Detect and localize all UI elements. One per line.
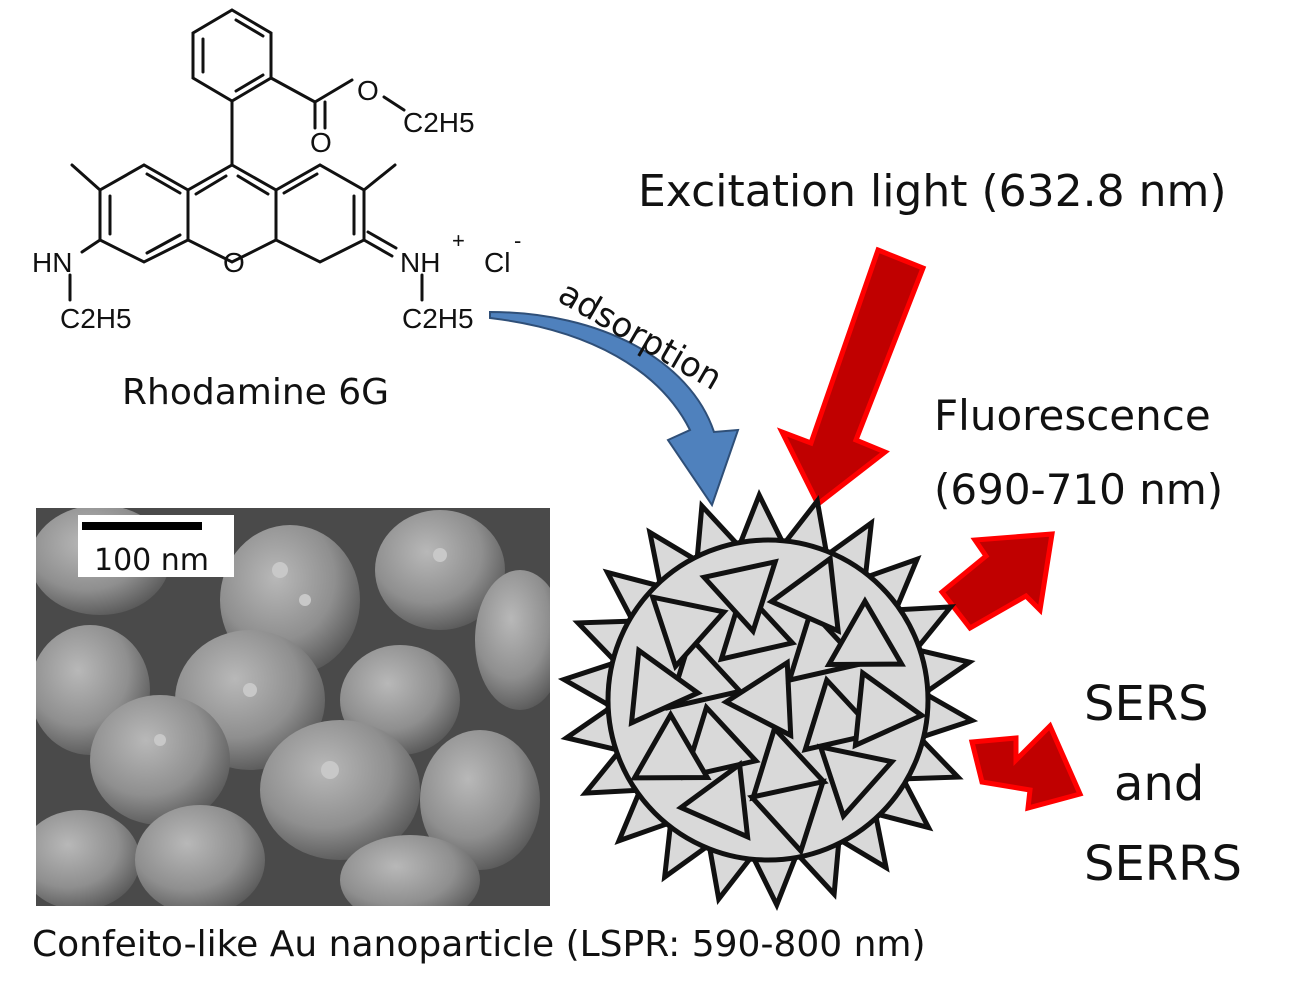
particle-facet: [699, 558, 779, 636]
particle-facet: [824, 596, 906, 667]
particle-facet: [816, 743, 897, 821]
particle-facet: [630, 709, 712, 781]
fluorescence-label-line1: Fluorescence: [934, 391, 1211, 440]
confeito-nanoparticle: [557, 489, 979, 911]
right-amine-label: NH: [400, 247, 440, 278]
particle-facet: [681, 702, 761, 781]
left-amine-label: HN: [32, 247, 72, 278]
excitation-arrow: [776, 246, 927, 508]
carbonyl-oxygen-label: O: [310, 127, 332, 158]
atom-labels: O C2H5 O O HN C2H5 NH + Cl - C2H5: [32, 75, 521, 334]
particle-facet: [676, 759, 751, 841]
molecule-name: Rhodamine 6G: [122, 372, 389, 413]
particle-facet: [747, 778, 827, 856]
excitation-light-label: Excitation light (632.8 nm): [638, 166, 1227, 217]
counter-ion-label: Cl: [484, 247, 510, 278]
sers-label-line1: SERS: [1084, 676, 1209, 732]
left-alkyl-label: C2H5: [60, 303, 132, 334]
particle-facet: [852, 668, 927, 750]
counter-charge-label: -: [514, 228, 521, 253]
sers-arrow: [968, 721, 1084, 812]
sers-label-line3: SERRS: [1084, 836, 1242, 892]
right-alkyl-label: C2H5: [402, 303, 474, 334]
ring-oxygen-label: O: [223, 247, 245, 278]
sers-label-line2: and: [1114, 756, 1204, 812]
caption: Confeito-like Au nanoparticle (LSPR: 590…: [32, 924, 926, 965]
fluorescence-label-line2: (690-710 nm): [934, 465, 1223, 514]
particle-facet: [766, 553, 842, 635]
scale-bar-label: 100 nm: [94, 543, 209, 578]
ester-alkyl-label: C2H5: [403, 107, 475, 138]
scale-bar: [82, 522, 202, 530]
fluorescence-arrow: [938, 531, 1055, 632]
ester-oxygen-label: O: [357, 75, 379, 106]
particle-facet: [628, 645, 703, 727]
adsorption-arrow: [489, 310, 740, 508]
right-charge-label: +: [452, 228, 465, 253]
rhodamine-6g-structure: [68, 8, 424, 302]
particle-facet: [721, 658, 794, 740]
particle-facet: [648, 593, 729, 672]
sem-micrograph: 100 nm: [36, 508, 550, 906]
